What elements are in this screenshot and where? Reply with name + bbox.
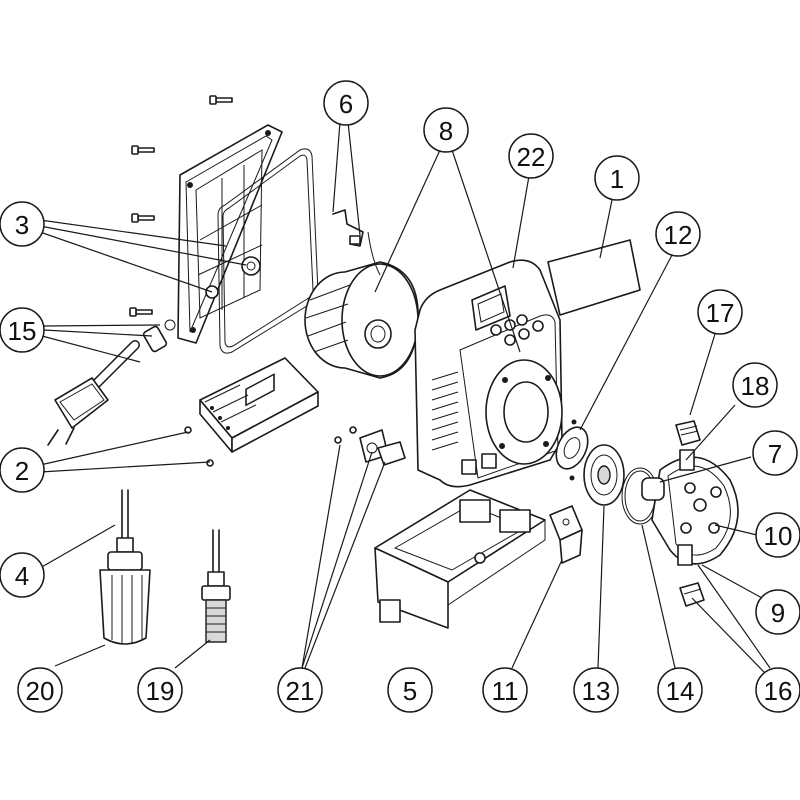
callout-5-label: 5: [403, 676, 417, 706]
callout-11-label: 11: [492, 676, 519, 706]
leader-3b: [39, 225, 247, 266]
part-base-bracket: [374, 489, 546, 629]
part-magnet-assembly: [304, 231, 419, 379]
leader-20: [54, 644, 106, 667]
leader-2b: [39, 461, 211, 473]
leader-1: [599, 199, 613, 259]
callout-14-label: 14: [666, 676, 695, 706]
callouts: 1 2 3 4 5 6 7 8 9 10 11 12 13 14 15 16 1…: [0, 80, 800, 713]
callout-18-label: 18: [741, 371, 770, 401]
leader-10: [714, 524, 758, 536]
part-label-plate: [547, 239, 641, 316]
callout-4-label: 4: [15, 561, 29, 591]
callout-12-label: 12: [664, 220, 693, 250]
leader-7: [659, 456, 752, 483]
part-lower-valve-nut: [679, 582, 705, 607]
callout-20: 20: [17, 667, 63, 713]
leader-17: [689, 333, 716, 416]
callout-14: 14: [657, 667, 703, 713]
leader-9: [701, 564, 763, 599]
callout-1-label: 1: [610, 164, 624, 194]
leader-21a: [301, 444, 341, 669]
callout-10-label: 10: [764, 521, 793, 551]
part-upper-valve-nut: [675, 420, 701, 446]
leader-13: [597, 505, 605, 669]
part-pump-head: [641, 449, 739, 566]
leader-2a: [39, 431, 189, 466]
callout-18: 18: [732, 362, 778, 408]
callout-22: 22: [508, 133, 554, 179]
callout-6: 6: [323, 80, 369, 126]
callout-12: 12: [655, 211, 701, 257]
callout-4: 4: [0, 552, 45, 598]
callout-6-label: 6: [339, 89, 353, 119]
part-bracket: [332, 209, 364, 247]
callout-10: 10: [755, 512, 800, 558]
leader-16a: [691, 597, 765, 673]
leader-6b: [347, 121, 361, 236]
callout-3-label: 3: [15, 210, 29, 240]
leader-15b: [43, 329, 153, 337]
callout-9: 9: [755, 589, 800, 635]
callout-8-label: 8: [439, 116, 453, 146]
leader-11: [511, 559, 563, 669]
leader-19: [174, 639, 211, 669]
leader-21c: [304, 461, 386, 669]
callout-9-label: 9: [771, 598, 785, 628]
callout-13-label: 13: [582, 676, 611, 706]
callout-17-label: 17: [706, 298, 735, 328]
leader-22: [512, 175, 530, 269]
callout-1: 1: [594, 155, 640, 201]
callout-8: 8: [423, 107, 469, 153]
callout-2: 2: [0, 447, 45, 493]
leader-21b: [301, 451, 373, 669]
callout-22-label: 22: [517, 142, 546, 172]
callout-15: 15: [0, 307, 45, 353]
callout-3: 3: [0, 201, 45, 247]
callout-21-label: 21: [286, 676, 315, 706]
callout-21: 21: [277, 667, 323, 713]
leader-15a: [43, 324, 161, 327]
leader-15c: [41, 335, 141, 363]
leader-8a: [374, 149, 441, 293]
leader-18: [685, 404, 736, 461]
leader-lines: [39, 121, 771, 673]
callout-19-label: 19: [146, 676, 175, 706]
leader-3a: [39, 219, 227, 247]
callout-16-label: 16: [764, 676, 793, 706]
callout-11: 11: [482, 667, 528, 713]
callout-16: 16: [755, 667, 800, 713]
callout-13: 13: [573, 667, 619, 713]
leader-14: [641, 524, 676, 669]
callout-7: 7: [752, 430, 798, 476]
leader-4: [39, 524, 116, 569]
part-control-board: [184, 357, 319, 467]
callout-2-label: 2: [15, 456, 29, 486]
part-screws-rear-cover: [129, 95, 233, 317]
callout-20-label: 20: [26, 676, 55, 706]
part-connector: [549, 505, 583, 564]
part-foot-valve: [99, 489, 151, 645]
callout-7-label: 7: [768, 439, 782, 469]
callout-15-label: 15: [8, 316, 37, 346]
part-sensor-socket: [334, 426, 406, 466]
callout-17: 17: [697, 289, 743, 335]
part-pump-housing: [414, 259, 563, 488]
leader-8b: [451, 149, 521, 353]
leader-16b: [697, 564, 771, 669]
leader-3c: [39, 231, 213, 293]
part-diaphragm: [583, 444, 625, 506]
leader-12: [579, 254, 673, 431]
part-power-cable: [47, 319, 176, 446]
part-rear-cover-plate: [177, 124, 283, 344]
callout-19: 19: [137, 667, 183, 713]
callout-5: 5: [387, 667, 433, 713]
leader-6a: [332, 121, 341, 213]
part-injection-valve: [201, 529, 231, 643]
